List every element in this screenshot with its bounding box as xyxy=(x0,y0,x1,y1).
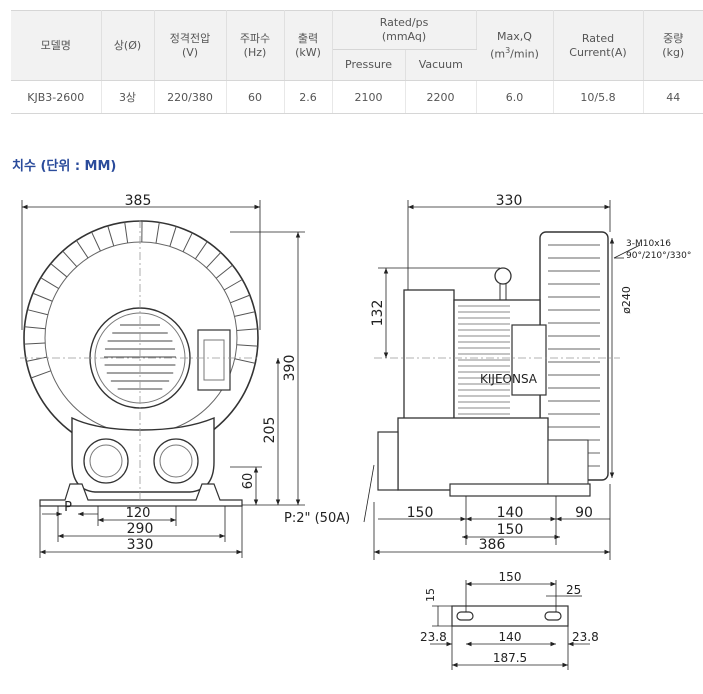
front-dim-330: 330 xyxy=(127,537,154,553)
front-dim-120: 120 xyxy=(126,506,151,521)
cell-model: KJB3-2600 xyxy=(11,80,102,114)
fin-line xyxy=(236,328,258,331)
bolt-note-line2: 90°/210°/330° xyxy=(626,251,691,261)
cell-output: 2.6 xyxy=(284,80,333,114)
side-height-132-label: 132 xyxy=(370,300,386,327)
foot-dim-140: 140 xyxy=(499,630,522,644)
spec-table: 모델명 상(Ø) 정격전압(V) 주파수(Hz) 출력(kW) Rated/ps… xyxy=(11,10,703,114)
header-phase: 상(Ø) xyxy=(101,10,155,81)
diameter-label: ø240 xyxy=(620,286,633,314)
fin-line xyxy=(27,309,48,316)
front-dim-290: 290 xyxy=(127,521,154,537)
side-view xyxy=(374,231,620,497)
side-dim-90: 90 xyxy=(575,505,593,521)
front-view xyxy=(20,220,260,507)
foot-dim-15: 15 xyxy=(424,588,437,602)
header-frequency: 주파수(Hz) xyxy=(226,10,285,81)
table-row: KJB3-2600 3상 220/380 60 2.6 2100 2200 6.… xyxy=(11,80,703,114)
fin-line xyxy=(107,225,115,247)
fin-line xyxy=(182,232,193,252)
fin-line xyxy=(124,222,129,244)
header-output: 출력(kW) xyxy=(284,10,333,81)
cell-weight: 44 xyxy=(643,80,703,114)
fin-line xyxy=(32,292,53,302)
fin-line xyxy=(24,342,46,345)
cell-voltage: 220/380 xyxy=(154,80,227,114)
cell-pressure: 2100 xyxy=(332,80,406,114)
brand-label: KIJEONSA xyxy=(480,372,538,386)
front-p-label: P xyxy=(64,500,72,515)
fin-line xyxy=(30,370,51,379)
foot-dim-150: 150 xyxy=(499,570,522,584)
header-voltage: 정격전압(V) xyxy=(154,10,227,81)
side-dim-150a: 150 xyxy=(407,505,434,521)
fin-line xyxy=(206,252,222,269)
fin-line xyxy=(194,241,208,260)
section-title: 치수 (단위 : MM) xyxy=(12,159,117,174)
header-weight: 중량(kg) xyxy=(643,10,703,81)
front-dimensions xyxy=(21,200,305,558)
cell-frequency: 60 xyxy=(226,80,285,114)
foot-dim-23-8-right: 23.8 xyxy=(572,630,599,644)
side-dim-140: 140 xyxy=(497,505,524,521)
side-dimensions xyxy=(363,200,641,560)
header-pressure: Pressure xyxy=(332,49,406,81)
fin-line xyxy=(40,277,59,289)
cell-vacuum: 2200 xyxy=(405,80,477,114)
side-width-label: 330 xyxy=(496,193,523,209)
fin-line xyxy=(234,358,256,364)
front-base-height-label: 60 xyxy=(241,473,256,490)
fin-line xyxy=(91,231,101,252)
header-maxq: Max,Q(m3/min) xyxy=(476,10,554,81)
header-rated-ps: Rated/ps(mmAq) xyxy=(332,10,477,50)
front-center-height-label: 205 xyxy=(262,417,278,444)
header-model: 모델명 xyxy=(11,10,102,81)
fin-line xyxy=(236,344,258,347)
port-label: P:2" (50A) xyxy=(284,511,350,526)
foot-dim-187-5: 187.5 xyxy=(493,651,527,665)
fin-line xyxy=(169,226,177,247)
bolt-note-line1: 3-M10x16 xyxy=(626,239,671,249)
fin-line xyxy=(234,311,256,317)
fin-line xyxy=(155,222,160,244)
front-height-label: 390 xyxy=(282,355,298,382)
side-dim-150b: 150 xyxy=(497,522,524,538)
fin-line xyxy=(62,250,78,267)
fin-line xyxy=(230,294,251,304)
fin-line xyxy=(24,326,46,330)
fin-line xyxy=(50,263,68,278)
header-vacuum: Vacuum xyxy=(405,49,476,81)
foot-dim-25: 25 xyxy=(566,583,581,597)
fin-line xyxy=(76,240,89,259)
cell-maxq: 6.0 xyxy=(476,80,554,114)
fin-line xyxy=(223,279,243,291)
foot-dimensions xyxy=(430,580,590,670)
front-width-label: 385 xyxy=(125,193,152,209)
foot-detail xyxy=(451,605,569,627)
cell-rated-current: 10/5.8 xyxy=(553,80,644,114)
side-dim-386: 386 xyxy=(479,537,506,553)
foot-dim-23-8-left: 23.8 xyxy=(420,630,447,644)
cell-phase: 3상 xyxy=(101,80,155,114)
fin-line xyxy=(215,264,233,279)
